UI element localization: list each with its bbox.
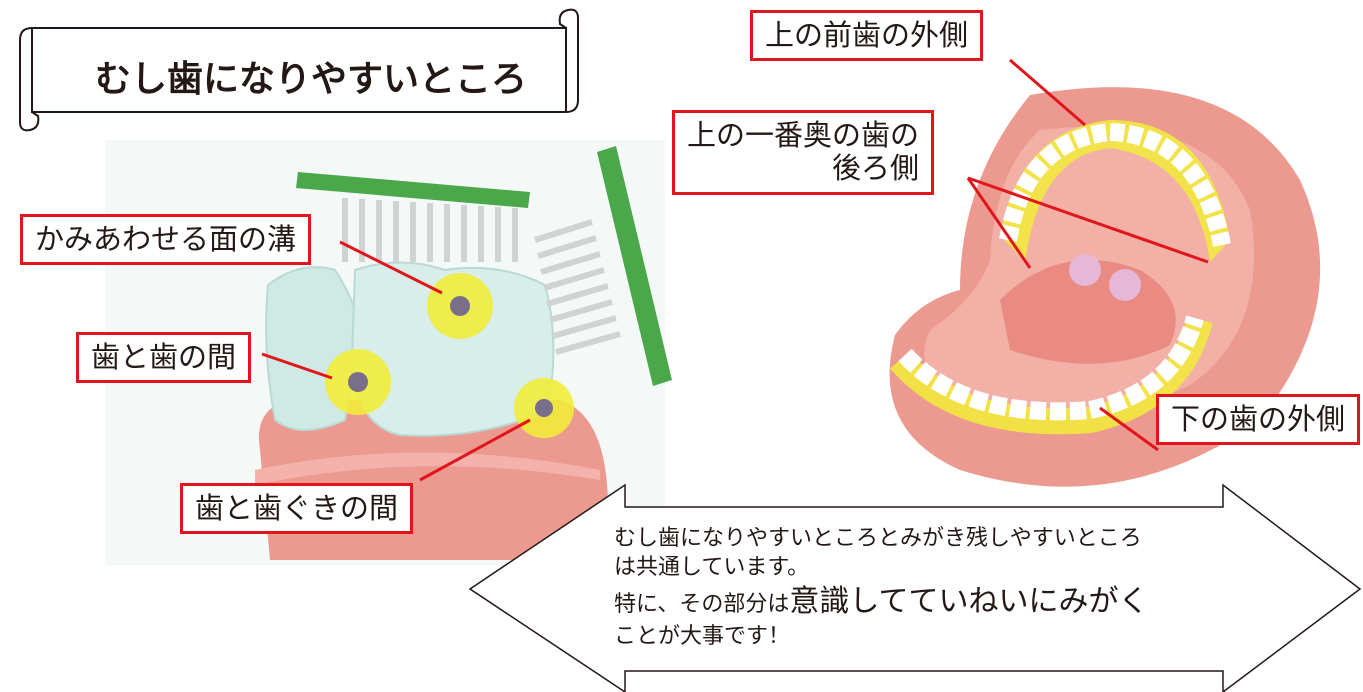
leader-line-gumline — [419, 418, 531, 482]
toothbrush-side — [534, 146, 672, 386]
title-scroll-body — [31, 27, 567, 113]
message-line-1: むし歯になりやすいところとみがき残しやすいところ — [614, 526, 1142, 551]
label-lower-teeth-outside: 下の歯の外側 — [1156, 394, 1361, 446]
tooth-right — [350, 261, 555, 437]
leader-line-between — [261, 352, 333, 380]
leader-line-upper-back-left — [966, 177, 1032, 269]
title-scroll-curl-right — [558, 8, 579, 113]
uvula-tint — [1069, 254, 1101, 286]
uvula-tint-2 — [1109, 269, 1141, 301]
title-scroll-curl-left — [19, 27, 40, 132]
label-tooth-gum-border: 歯と歯ぐきの間 — [180, 483, 414, 535]
upper-teeth — [999, 122, 1231, 247]
label-upper-back-teeth: 上の一番奥の歯の 後ろ側 — [672, 110, 935, 195]
gum-shine — [255, 452, 600, 485]
label-between-teeth: 歯と歯の間 — [76, 332, 252, 384]
leader-line-groove — [339, 240, 443, 295]
message-line-4: ことが大事です！ — [614, 623, 791, 649]
message-arrow-shape — [468, 483, 1362, 692]
label-biting-surface-grooves: かみあわせる面の溝 — [20, 214, 312, 266]
lower-teeth — [898, 315, 1204, 421]
message-line-3: 特に、その部分は意識してていねいにみがく — [614, 582, 1254, 622]
leader-line-lower-outer — [1099, 406, 1159, 452]
label-upper-back-line2: 後ろ側 — [832, 151, 920, 186]
plaque-spot-gumline — [514, 378, 574, 438]
label-upper-front-teeth-outside: 上の前歯の外側 — [750, 10, 984, 62]
page-title: むし歯になりやすいところ — [94, 59, 527, 100]
message-line-2: は共通しています。 — [614, 555, 810, 581]
message-text: むし歯になりやすいところとみがき残しやすいところ は共通しています。 特に、その… — [614, 524, 1254, 651]
leader-line-upper-front — [1009, 58, 1086, 127]
leader-line-upper-back-right — [967, 176, 1209, 264]
message-line-3-prefix: 特に、その部分は — [614, 592, 790, 618]
message-emphasis: 意識してていねいにみがく — [789, 584, 1149, 620]
plaque-spot-between — [325, 349, 391, 415]
label-upper-back-line1: 上の一番奥の歯の — [687, 118, 920, 152]
plaque-spot-groove — [427, 273, 493, 339]
